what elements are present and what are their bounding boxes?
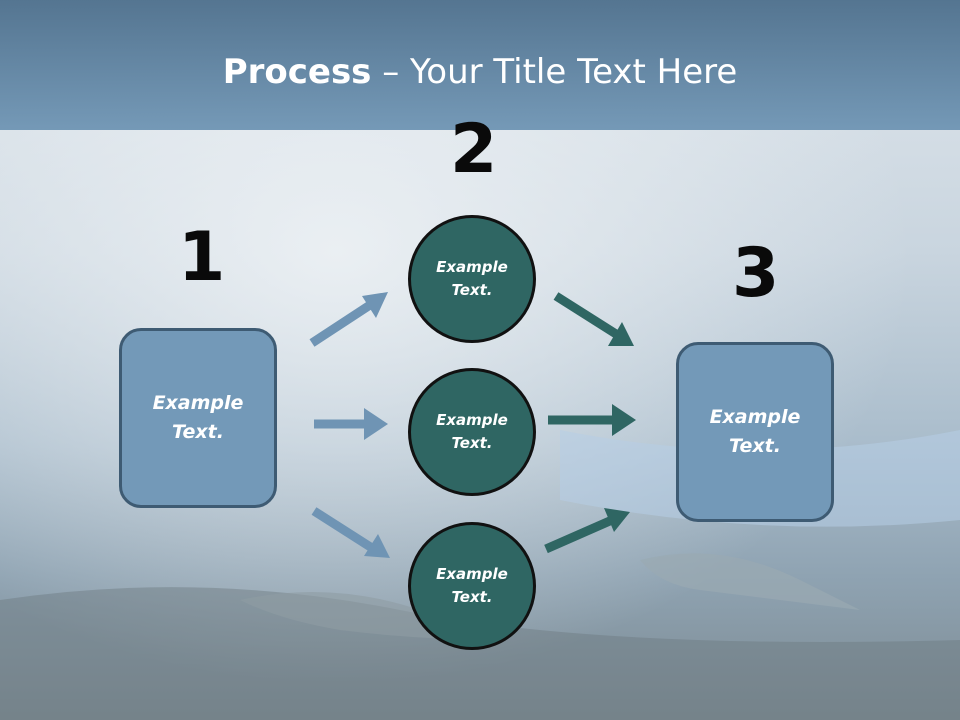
right-process-box[interactable]: Example Text. <box>676 342 834 522</box>
right-box-text: Example Text. <box>709 406 801 457</box>
left-box-text: Example Text. <box>152 392 244 443</box>
arrow-left-to-middle <box>314 408 388 440</box>
circle-middle[interactable]: Example Text. <box>408 368 536 496</box>
circle-bottom[interactable]: Example Text. <box>408 522 536 650</box>
step-number-1: 1 <box>178 218 226 297</box>
arrow-bottom-to-right <box>544 508 630 554</box>
arrow-left-to-bottom <box>311 507 390 558</box>
circle-top-text: Example Text. <box>436 258 508 299</box>
left-process-box[interactable]: Example Text. <box>119 328 277 508</box>
title-rest: – Your Title Text Here <box>371 52 738 92</box>
circle-top[interactable]: Example Text. <box>408 215 536 343</box>
arrow-middle-to-right <box>548 404 636 436</box>
circle-bottom-text: Example Text. <box>436 565 508 606</box>
title-bold: Process <box>222 52 372 92</box>
step-number-3: 3 <box>732 234 780 313</box>
arrow-top-to-right <box>553 292 634 346</box>
circle-middle-text: Example Text. <box>436 411 508 452</box>
title-band <box>0 0 960 130</box>
step-number-2: 2 <box>450 110 498 189</box>
arrow-left-to-top <box>309 292 388 347</box>
slide-title: Process – Your Title Text Here <box>0 52 960 92</box>
